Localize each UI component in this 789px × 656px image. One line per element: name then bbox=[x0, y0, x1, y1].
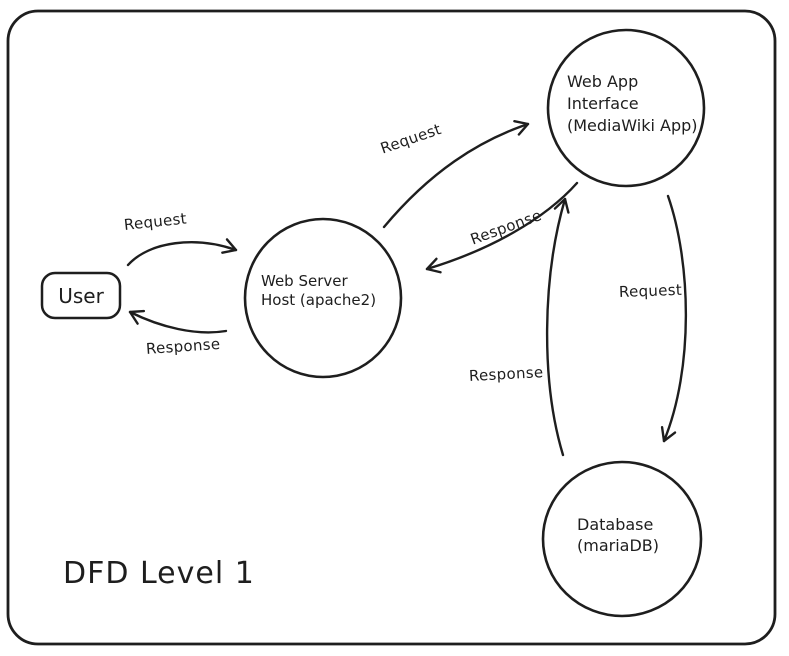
node-user-label: User bbox=[58, 283, 104, 308]
edge-user-to-webserver-request bbox=[126, 238, 238, 267]
edge-webapp-to-database-request bbox=[660, 194, 688, 443]
edge-webapp-to-webserver-response bbox=[425, 181, 579, 274]
node-web-app-circle bbox=[546, 28, 706, 188]
edge-webserver-to-webapp-request bbox=[382, 120, 530, 229]
node-web-server-label-line2: Host (apache2) bbox=[261, 291, 377, 309]
node-database-label: Database (mariaDB) bbox=[577, 514, 659, 556]
node-database-label-line2: (mariaDB) bbox=[577, 536, 659, 555]
node-web-server-circle bbox=[243, 217, 403, 379]
node-web-app-label: Web App Interface (MediaWiki App) bbox=[567, 71, 698, 137]
diagram-title: DFD Level 1 bbox=[63, 556, 255, 591]
edge-database-to-webapp-response bbox=[545, 197, 570, 457]
node-database-circle bbox=[541, 460, 703, 618]
node-web-app-label-line1: Web App bbox=[567, 72, 639, 91]
edge-webserver-to-user-response bbox=[128, 309, 228, 334]
node-user-box bbox=[40, 271, 122, 320]
edge-label-webapp-to-database-request: Request bbox=[618, 280, 683, 301]
node-web-app-label-line3: (MediaWiki App) bbox=[567, 116, 698, 135]
diagram-border bbox=[6, 9, 777, 646]
node-web-server-label: Web Server Host (apache2) bbox=[261, 272, 376, 310]
node-database-label-line1: Database bbox=[577, 515, 654, 534]
node-web-app-label-line2: Interface bbox=[567, 94, 639, 113]
node-web-server-label-line1: Web Server bbox=[261, 272, 348, 290]
